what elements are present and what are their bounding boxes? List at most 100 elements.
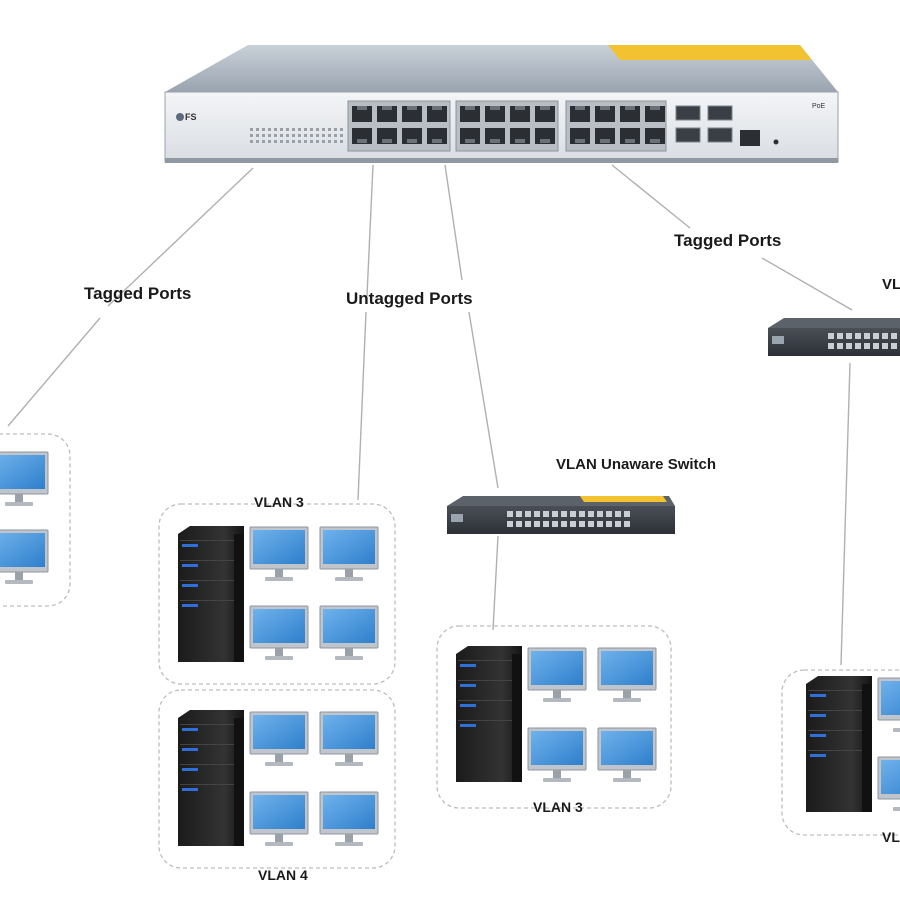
monitor-neck xyxy=(15,494,23,502)
switch-status-led xyxy=(262,134,265,137)
server-tower-icon xyxy=(806,676,872,812)
small-switch-port xyxy=(525,521,531,527)
connector-lines xyxy=(7,164,853,666)
switch-status-led xyxy=(298,140,301,143)
device-group-box xyxy=(158,503,396,685)
small-switch-port xyxy=(855,343,861,349)
server-side xyxy=(234,534,244,662)
monitor-neck xyxy=(623,770,631,778)
desktop-monitor-icon xyxy=(319,526,379,581)
rj45-port-latch xyxy=(600,106,610,110)
server-bay-line xyxy=(808,710,862,711)
switch-status-led xyxy=(310,128,313,131)
small-switch-port xyxy=(606,511,612,517)
switch-status-led xyxy=(322,134,325,137)
monitor-base xyxy=(5,580,33,584)
monitor-base xyxy=(613,698,641,702)
switch-status-led xyxy=(256,134,259,137)
monitor-base xyxy=(335,656,363,660)
server-led xyxy=(182,544,198,547)
server-bay-line xyxy=(180,744,234,745)
small-switch-port xyxy=(552,521,558,527)
small-switch-port xyxy=(828,333,834,339)
rj45-port-latch xyxy=(515,106,525,110)
connector-line xyxy=(611,164,691,229)
device-group-box xyxy=(158,689,396,869)
switch-status-led xyxy=(286,134,289,137)
switch-status-led xyxy=(280,128,283,131)
small-switch-port xyxy=(624,521,630,527)
small-switch-port xyxy=(615,511,621,517)
monitor-screen xyxy=(323,530,375,564)
monitor-screen xyxy=(0,455,45,489)
device-group-box xyxy=(781,669,900,836)
sfp-port xyxy=(675,127,701,143)
server-bay-line xyxy=(180,724,234,725)
switch-status-led xyxy=(262,128,265,131)
monitor-neck xyxy=(345,754,353,762)
server-bay-line xyxy=(808,750,862,751)
rj45-port-latch xyxy=(490,106,500,110)
desktop-monitor-icon xyxy=(249,605,309,660)
small-switch-led-panel xyxy=(772,336,784,344)
small-switch-port xyxy=(873,343,879,349)
rj45-port-latch xyxy=(575,139,585,143)
server-led xyxy=(460,724,476,727)
small-switch-port xyxy=(579,511,585,517)
monitor-neck xyxy=(15,572,23,580)
rj45-port-latch xyxy=(540,106,550,110)
small-switch-port xyxy=(516,511,522,517)
switch-status-led xyxy=(316,140,319,143)
switch-status-led xyxy=(334,134,337,137)
server-led xyxy=(182,748,198,751)
desktop-monitor-icon xyxy=(527,647,587,702)
switch-status-led xyxy=(250,128,253,131)
switch-status-led xyxy=(262,140,265,143)
switch-status-led xyxy=(286,128,289,131)
switch-status-led xyxy=(292,134,295,137)
server-led xyxy=(182,604,198,607)
server-bay-line xyxy=(458,660,512,661)
monitor-base xyxy=(335,762,363,766)
rj45-port-latch xyxy=(465,106,475,110)
end-devices xyxy=(0,451,900,846)
monitor-screen xyxy=(601,651,653,685)
rj45-port-latch xyxy=(600,139,610,143)
server-bay-line xyxy=(458,720,512,721)
connector-line xyxy=(492,535,499,631)
small-switch-top xyxy=(768,318,900,328)
switch-status-led xyxy=(316,128,319,131)
small-switch-port xyxy=(855,333,861,339)
monitor-screen xyxy=(323,795,375,829)
server-side xyxy=(234,718,244,846)
server-led xyxy=(182,564,198,567)
monitor-neck xyxy=(553,690,561,698)
server-bay-line xyxy=(180,580,234,581)
rj45-port-latch xyxy=(432,139,442,143)
switch-status-led xyxy=(316,134,319,137)
desktop-monitor-icon xyxy=(319,711,379,766)
rj45-port-latch xyxy=(625,139,635,143)
rj45-port-latch xyxy=(575,106,585,110)
monitor-neck xyxy=(275,754,283,762)
desktop-monitor-icon xyxy=(0,529,49,584)
switch-status-led xyxy=(328,140,331,143)
small-switch-port xyxy=(552,511,558,517)
desktop-monitor-icon xyxy=(249,711,309,766)
monitor-base xyxy=(893,807,900,811)
desktop-monitor-icon xyxy=(249,526,309,581)
small-switch-body xyxy=(447,506,675,534)
server-led xyxy=(460,664,476,667)
small-switch-port xyxy=(606,521,612,527)
small-switch-port xyxy=(588,521,594,527)
connector-line xyxy=(107,167,254,307)
rj45-port-latch xyxy=(357,139,367,143)
desktop-monitor-icon xyxy=(249,791,309,846)
server-led xyxy=(182,768,198,771)
connector-line xyxy=(7,317,101,427)
switch-status-led xyxy=(274,140,277,143)
rj45-port-latch xyxy=(432,106,442,110)
small-switch-port xyxy=(543,521,549,527)
monitor-neck xyxy=(275,569,283,577)
